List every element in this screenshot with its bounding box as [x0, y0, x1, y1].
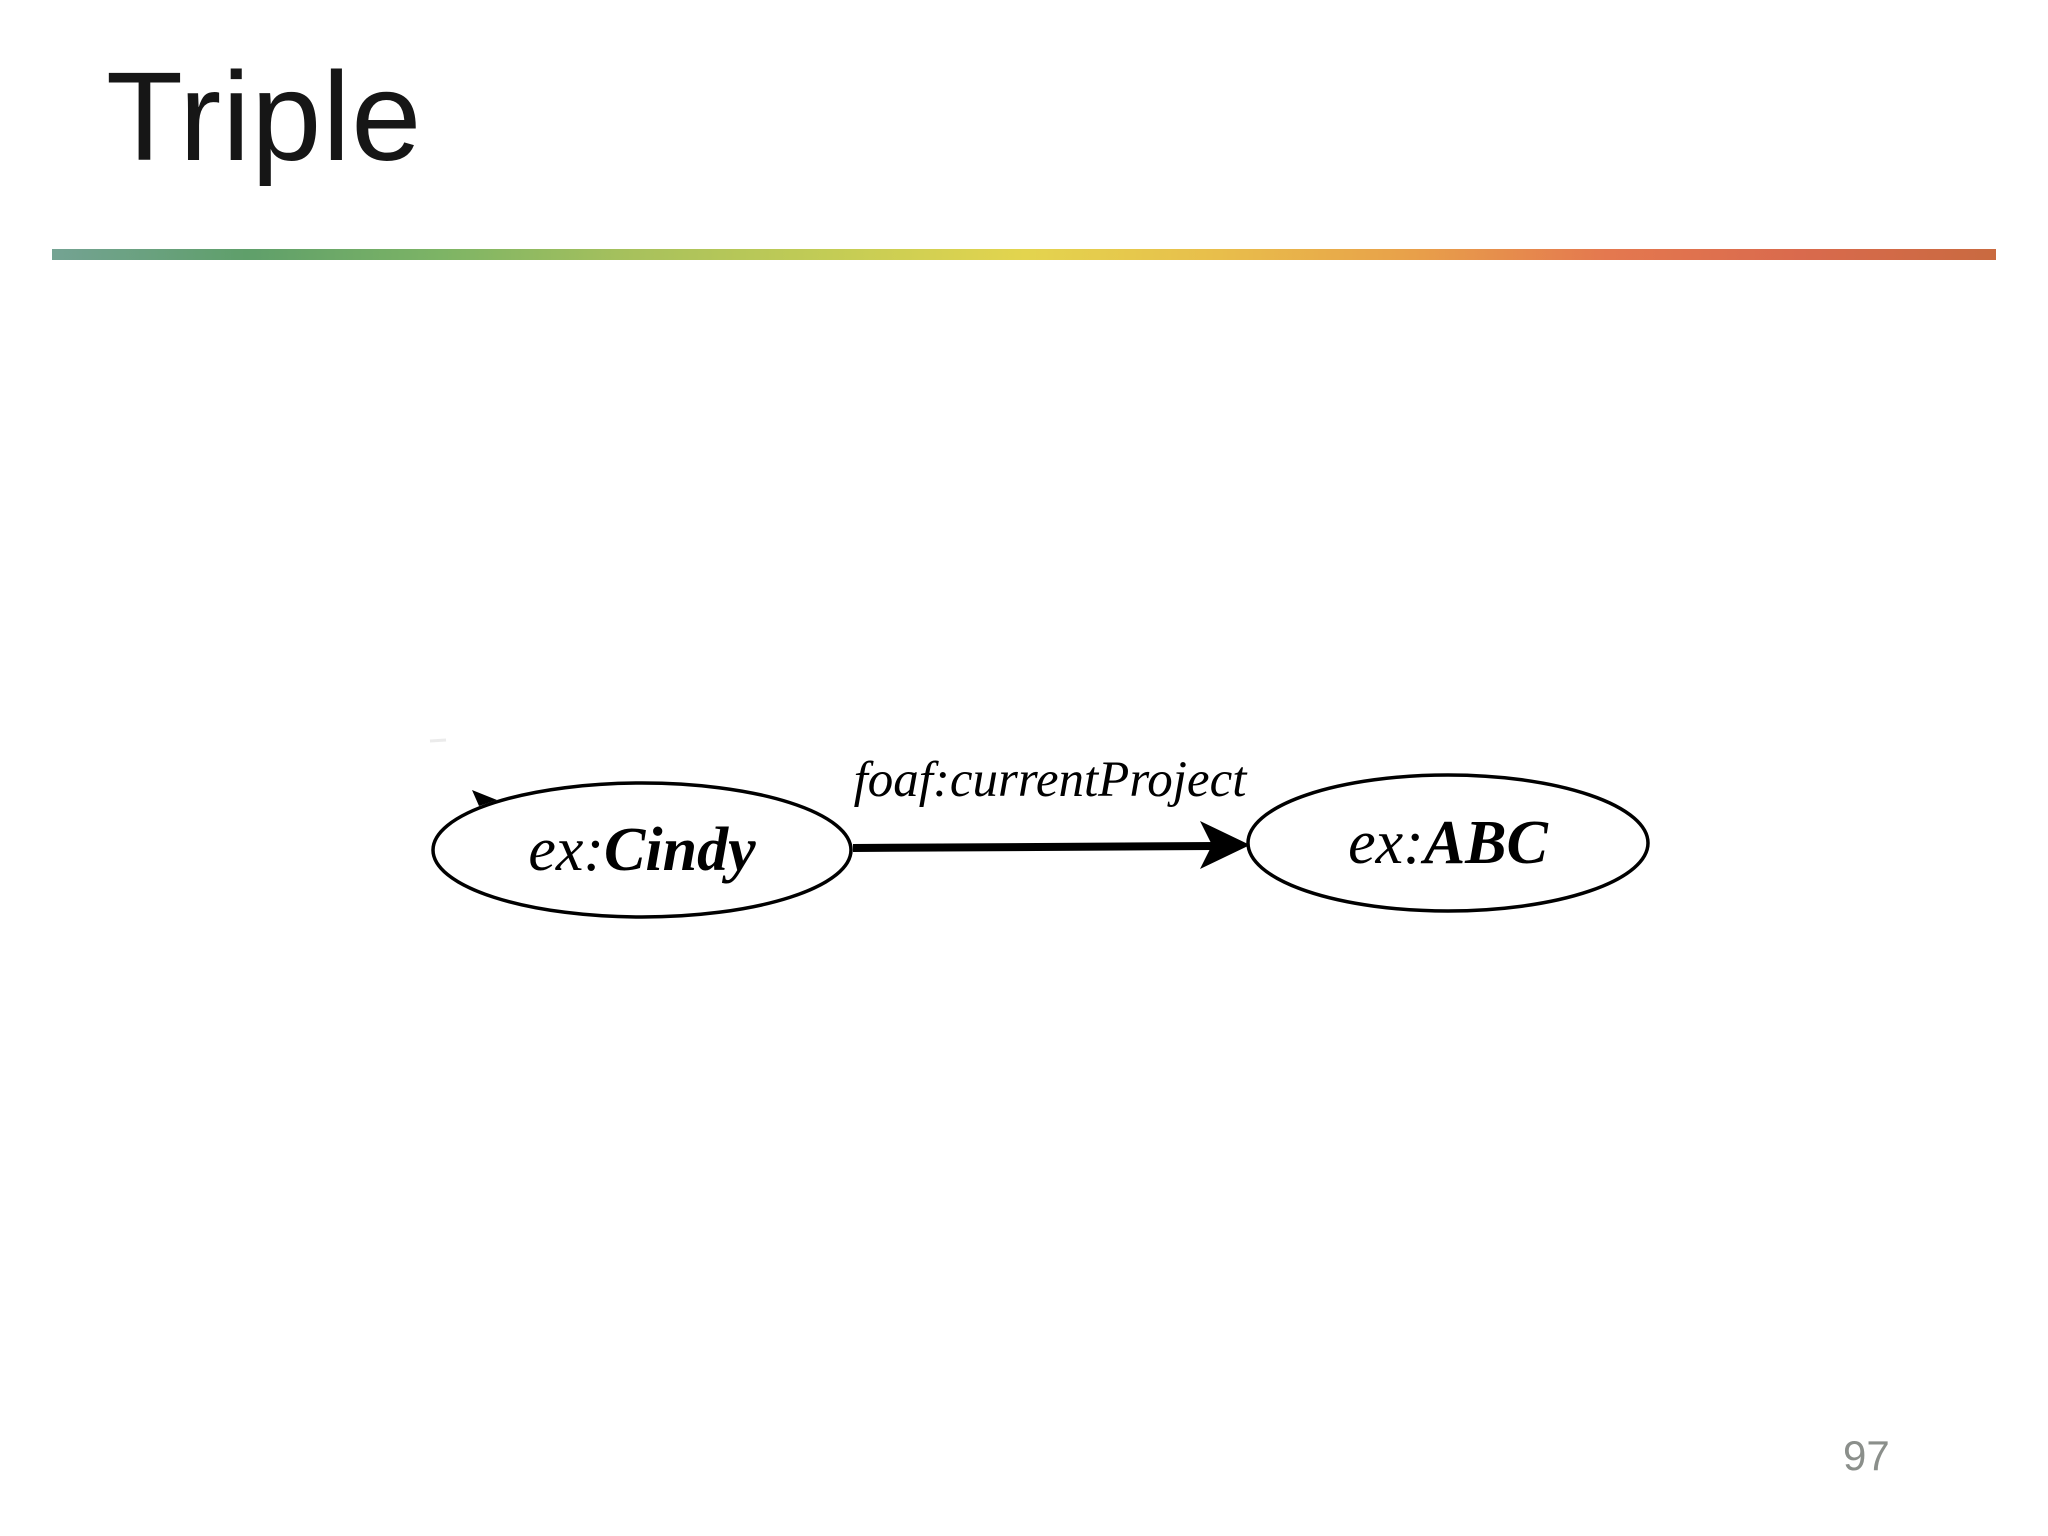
- predicate-label: foaf:currentProject: [853, 752, 1247, 808]
- faint-artifact-line: [429, 738, 447, 743]
- slide-title: Triple: [106, 46, 423, 187]
- predicate-arrowhead-icon: [1200, 821, 1250, 869]
- page-number: 97: [1843, 1432, 1890, 1479]
- object-name: ABC: [1423, 808, 1548, 877]
- divider-gradient-line: [52, 249, 1996, 260]
- subject-prefix: ex:: [528, 815, 605, 884]
- predicate-arrow-line: [852, 842, 1217, 852]
- object-node-label: ex:ABC: [1248, 775, 1648, 911]
- subject-name: Cindy: [604, 815, 756, 884]
- subject-node-ellipse: [431, 781, 853, 919]
- subject-node-label: ex:Cindy: [434, 783, 850, 917]
- object-prefix: ex:: [1348, 808, 1424, 877]
- object-node-ellipse: [1246, 773, 1650, 913]
